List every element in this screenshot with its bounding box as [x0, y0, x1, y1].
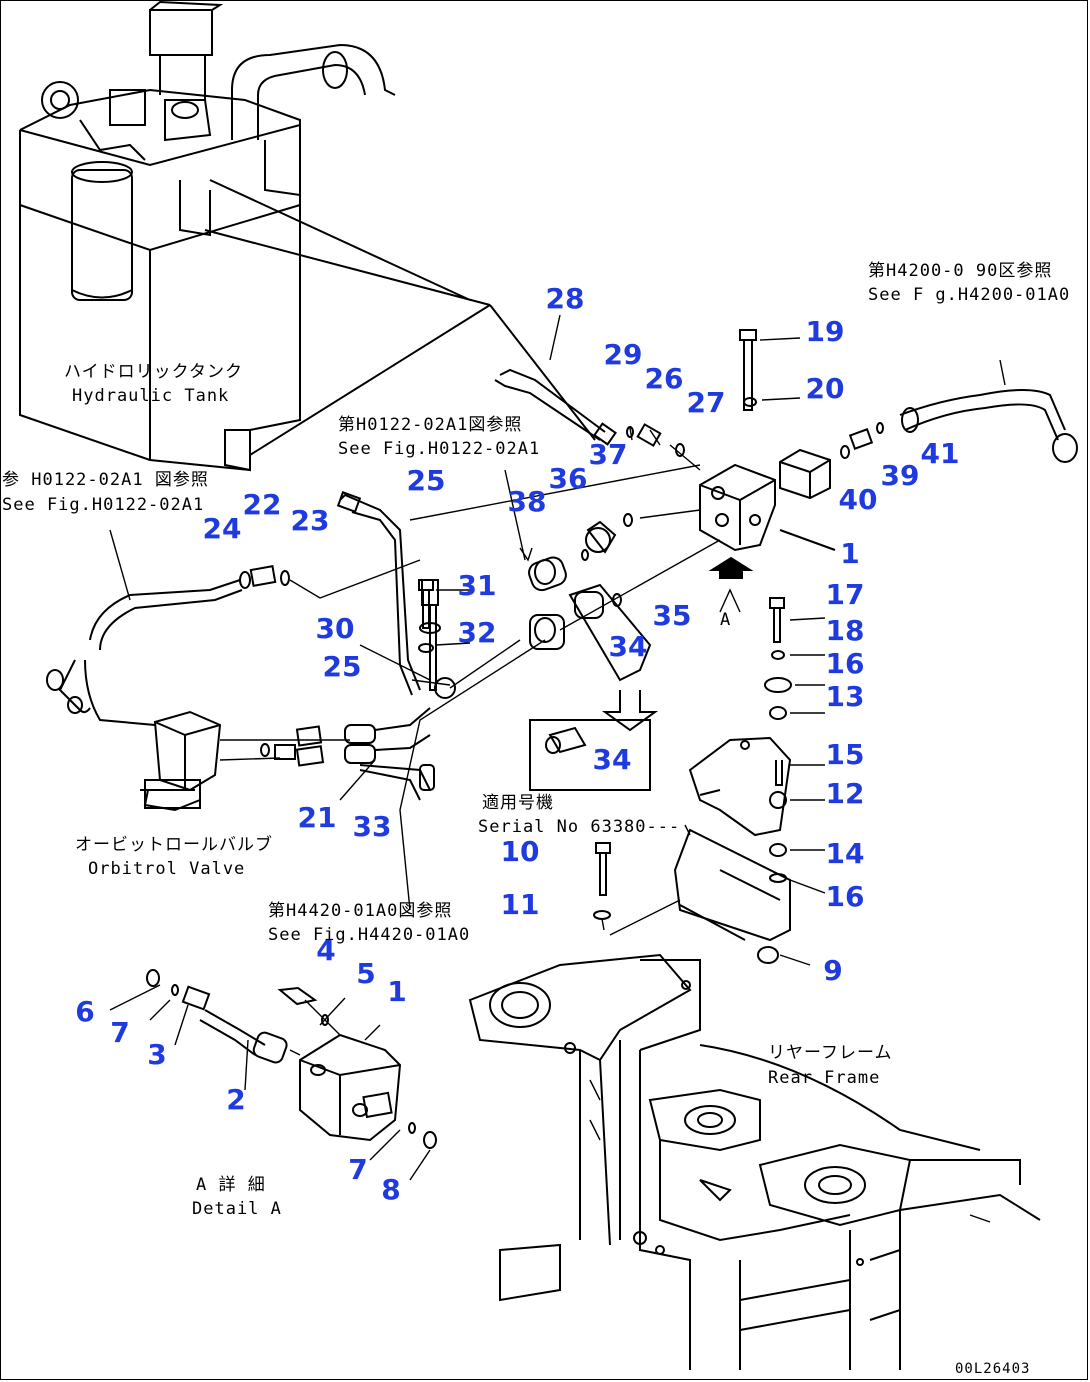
ref-h0122-left-en: See Fig.H0122-02A1: [2, 495, 204, 515]
ref-h0122-left-jp: 参 H0122-02A1 図参照: [2, 470, 209, 490]
orbitrol-valve: [140, 707, 435, 812]
part-number-p39: 39: [881, 459, 920, 492]
part-number-p6: 6: [75, 995, 94, 1028]
part-number-p41: 41: [921, 437, 960, 470]
part-number-p23: 23: [291, 504, 330, 537]
detail-a-label-jp: A 詳 細: [196, 1175, 266, 1195]
part-number-p5: 5: [356, 957, 375, 990]
part-number-p38: 38: [508, 485, 547, 518]
part-number-p25b: 25: [323, 650, 362, 683]
part-number-p11: 11: [501, 888, 540, 921]
tank-label-en: Hydraulic Tank: [72, 386, 229, 406]
fittings-36-37-38: [504, 469, 701, 592]
part-number-p32: 32: [458, 616, 497, 649]
part-number-p7b: 7: [348, 1153, 367, 1186]
part-number-p10: 10: [501, 835, 540, 868]
part-number-p36: 36: [549, 462, 588, 495]
part-number-p3: 3: [147, 1038, 166, 1071]
ref-h4200-en: See F g.H4200-01A0: [868, 285, 1070, 305]
part-number-p16b: 16: [826, 880, 865, 913]
ref-h4200-jp: 第H4200-0 90区参照: [868, 261, 1052, 281]
ref-h0122-right-en: See Fig.H0122-02A1: [338, 439, 540, 459]
part-number-p22: 22: [243, 488, 282, 521]
part-number-p18: 18: [826, 614, 865, 647]
part-number-p28: 28: [546, 282, 585, 315]
hydraulic-tank: [19, 0, 491, 472]
part-number-p30: 30: [316, 612, 355, 645]
left-hoses: [46, 529, 421, 726]
part-number-p14: 14: [826, 837, 865, 870]
valve-block: [699, 448, 836, 613]
part-number-p24: 24: [203, 512, 242, 545]
ref-h4420-jp: 第H4420-01A0図参照: [268, 901, 452, 921]
part-number-p1b: 1: [387, 975, 406, 1008]
part-number-p37: 37: [589, 438, 628, 471]
part-number-p26: 26: [645, 362, 684, 395]
part-number-p15: 15: [826, 738, 865, 771]
part-number-p35: 35: [653, 599, 692, 632]
part-number-p31: 31: [458, 569, 497, 602]
part-number-p8: 8: [381, 1173, 400, 1206]
part-number-p34b: 34: [593, 743, 632, 776]
detail-a-label-en: Detail A: [192, 1199, 282, 1219]
part-number-p19: 19: [806, 315, 845, 348]
part-number-p16a: 16: [826, 647, 865, 680]
part-number-p4: 4: [316, 934, 335, 967]
ref-h0122-right-jp: 第H0122-02A1図参照: [338, 415, 522, 435]
arrow-a-label: A: [720, 610, 731, 630]
part-number-p9: 9: [823, 954, 842, 987]
part-number-p25a: 25: [407, 464, 446, 497]
part-number-p2: 2: [226, 1083, 245, 1116]
part-number-p34a: 34: [609, 630, 648, 663]
orbitrol-label-jp: オービットロールバルブ: [75, 834, 273, 855]
part-number-p29: 29: [604, 338, 643, 371]
part-number-p20: 20: [806, 372, 845, 405]
mounting-brackets: [609, 736, 826, 966]
bolts: [418, 579, 826, 931]
text-labels: 第H4200-0 90区参照 See F g.H4200-01A0 ハイドロリッ…: [2, 261, 1070, 1377]
rear-frame: [468, 953, 1041, 1370]
part-number-p33: 33: [353, 810, 392, 843]
fitting-34-group: [399, 539, 721, 911]
pipe-28: [249, 304, 617, 456]
upper-right-fittings: [626, 329, 1078, 471]
detail-a-assembly: [109, 969, 437, 1181]
part-number-p40: 40: [839, 483, 878, 516]
rear-frame-label-en: Rear Frame: [768, 1068, 880, 1088]
part-number-p21: 21: [298, 801, 337, 834]
serial-label-en: Serial No 63380---: [478, 817, 680, 837]
part-number-p17: 17: [826, 578, 865, 611]
rear-frame-label-jp: リヤーフレーム: [768, 1043, 892, 1063]
part-number-p27: 27: [687, 386, 726, 419]
orbitrol-label-en: Orbitrol Valve: [88, 859, 245, 879]
ref-h4420-en: See Fig.H4420-01A0: [268, 925, 470, 945]
tank-label-jp: ハイドロリックタンク: [64, 362, 243, 382]
drawing-number: 00L26403: [955, 1361, 1030, 1377]
part-number-p7a: 7: [110, 1016, 129, 1049]
part-number-p1a: 1: [840, 537, 859, 570]
part-number-p13: 13: [826, 680, 865, 713]
serial-label-jp: 適用号機: [482, 793, 554, 813]
part-number-p12: 12: [826, 777, 865, 810]
